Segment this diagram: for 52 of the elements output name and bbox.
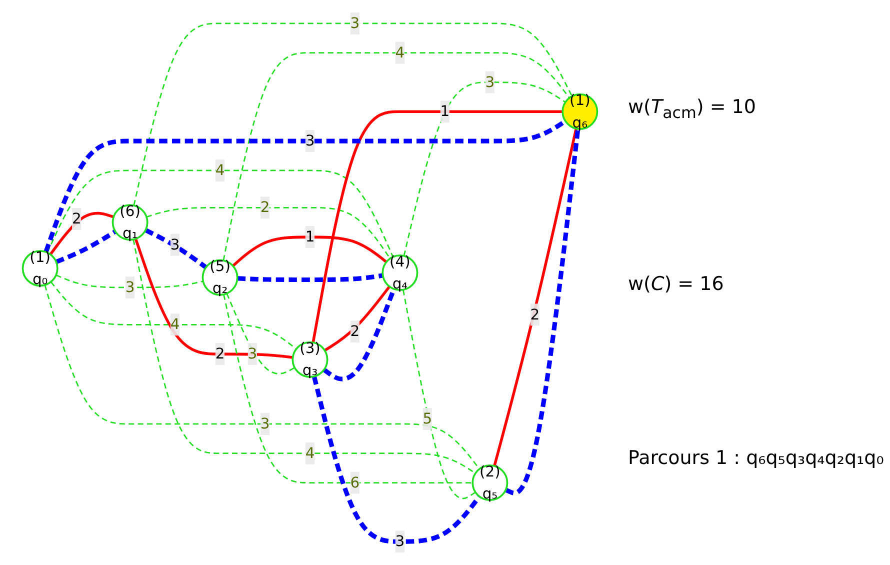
edge-label: 3 (125, 278, 135, 296)
formula-text: w(C) = 16 (628, 273, 725, 296)
connector (56, 274, 204, 288)
connector (312, 110, 563, 343)
edge-label: 4 (305, 444, 315, 462)
connector (324, 286, 391, 352)
connector (402, 290, 476, 500)
edge-label: 3 (260, 414, 270, 432)
connector (49, 212, 114, 256)
edge-label: 2 (260, 198, 270, 216)
node-circle: (5) q₂ (202, 259, 238, 296)
connector (133, 22, 573, 206)
edge-label: 2 (350, 322, 360, 340)
connector (237, 273, 384, 282)
node-circle: (1) q₆ (562, 93, 598, 130)
formula-text: Parcours 1 : q₆q₅q₃q₄q₂q₁q₀ (628, 447, 882, 470)
connector (222, 52, 570, 261)
connector (144, 228, 208, 270)
edge-label: 1 (440, 102, 450, 120)
connector (504, 128, 580, 496)
edge-label: 2 (530, 305, 540, 323)
connector (134, 238, 293, 359)
edge-label: 5 (422, 410, 432, 428)
edge-label: 2 (72, 210, 82, 228)
node-circle: (6) q₁ (112, 204, 148, 241)
edge-label: 4 (215, 161, 225, 179)
connector (55, 230, 117, 264)
connector (46, 170, 394, 258)
edge-label: 3 (305, 132, 315, 150)
edge-label: 3 (350, 14, 360, 32)
connector (132, 239, 476, 474)
connector (493, 128, 578, 466)
connector (226, 293, 296, 374)
connector (50, 281, 297, 350)
edge-label: 4 (395, 44, 405, 62)
edge-label: 1 (305, 228, 315, 246)
connector (403, 82, 566, 256)
connector (223, 294, 473, 484)
node-circle: (1) q₀ (22, 250, 58, 287)
node-circle: (3) q₃ (292, 341, 328, 378)
formula-text: w(T$_{acm}$) = 10 (628, 96, 757, 122)
edge-label: 3 (395, 532, 405, 550)
edge-label: 4 (170, 315, 180, 333)
node-circle: (4) q₄ (382, 254, 418, 291)
edge-label: 6 (350, 474, 360, 492)
node-circle: (2) q₅ (472, 464, 508, 501)
edge-label: 3 (170, 236, 180, 254)
edge-label: 3 (485, 73, 495, 90)
connector (146, 206, 391, 259)
edge-label: 3 (248, 344, 258, 362)
edge-label: 2 (215, 344, 225, 362)
connector (232, 236, 388, 267)
